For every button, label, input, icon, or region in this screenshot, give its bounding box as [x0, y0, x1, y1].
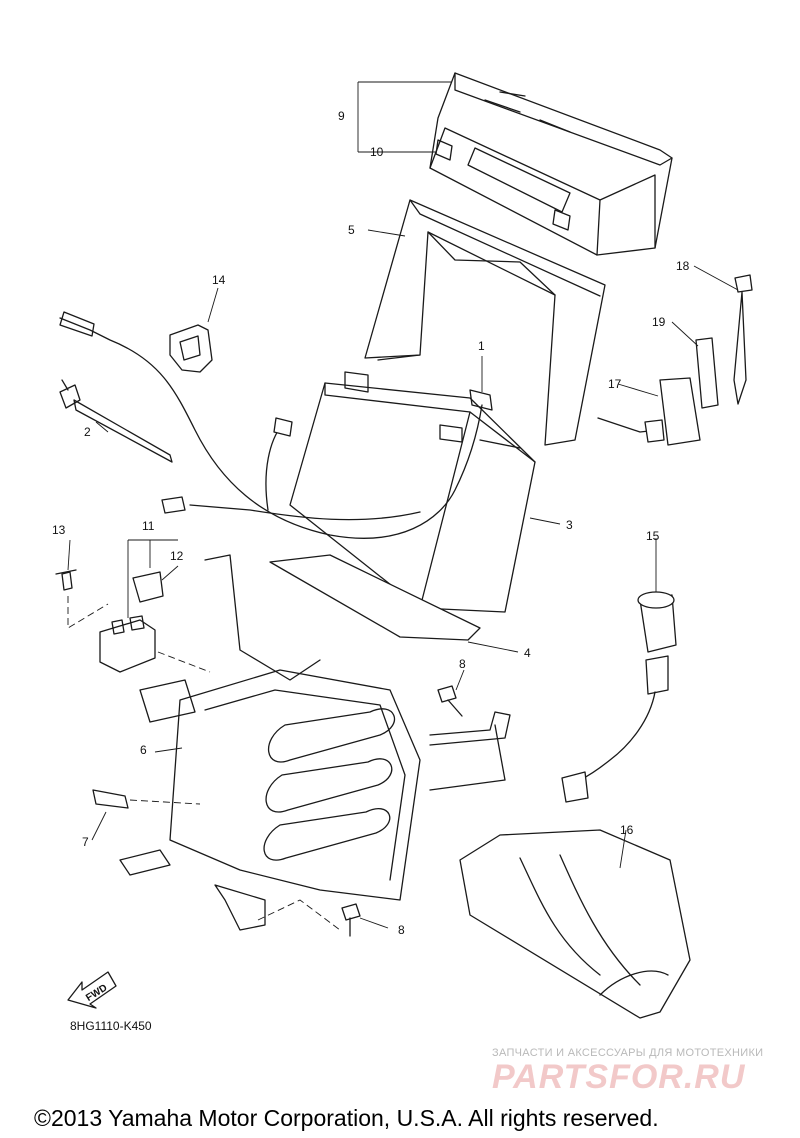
- callout-8-upper: 8: [459, 657, 466, 671]
- watermark-logo: PARTSFOR.RU: [492, 1058, 746, 1096]
- battery-band-part: [364, 199, 606, 446]
- bolt-upper-part: [437, 685, 463, 717]
- cable-tie-part: [59, 379, 173, 463]
- callout-9: 9: [338, 109, 345, 123]
- callout-15: 15: [646, 529, 660, 543]
- callout-labels: 1 2 3 4 5 6 7 8 8 9 10 11 12 13 14 15 16…: [52, 109, 690, 937]
- callout-3: 3: [566, 518, 573, 532]
- battery-cover-part: [429, 72, 673, 256]
- leader-lines: [67, 81, 739, 929]
- callout-17: 17: [608, 377, 622, 391]
- fwd-arrow-icon: FWD: [67, 971, 117, 1009]
- watermark-subtitle: ЗАПЧАСТИ И АКСЕССУАРЫ ДЛЯ МОТОТЕХНИКИ: [492, 1047, 763, 1059]
- callout-18: 18: [676, 259, 690, 273]
- diagram-code: 8HG1110-K450: [70, 1019, 152, 1033]
- watermark: ЗАПЧАСТИ И АКСЕССУАРЫ ДЛЯ МОТОТЕХНИКИ PA…: [492, 1047, 763, 1096]
- callout-2: 2: [84, 425, 91, 439]
- callout-8-lower: 8: [398, 923, 405, 937]
- callout-10: 10: [370, 145, 384, 159]
- cover-part: [459, 829, 691, 1019]
- callout-4: 4: [524, 646, 531, 660]
- callout-1: 1: [478, 339, 485, 353]
- starter-relay-part: [55, 569, 164, 673]
- callout-11: 11: [142, 519, 155, 533]
- callout-5: 5: [348, 223, 355, 237]
- rubber-part: [92, 789, 129, 809]
- dashed-assembly-lines: [67, 596, 341, 931]
- clamp-part: [169, 324, 213, 373]
- callout-19: 19: [652, 315, 666, 329]
- battery-box-part: [119, 554, 511, 931]
- socket-part: [597, 377, 701, 446]
- strap-part: [733, 274, 753, 405]
- battery-cable-part: [59, 311, 493, 539]
- callout-12: 12: [170, 549, 184, 563]
- callout-16: 16: [620, 823, 634, 837]
- battery-pad-part: [269, 554, 481, 641]
- dc-outlet-part: [561, 591, 677, 803]
- copyright-notice: ©2013 Yamaha Motor Corporation, U.S.A. A…: [34, 1105, 659, 1131]
- pad-part: [695, 337, 719, 409]
- callout-6: 6: [140, 743, 147, 757]
- callout-14: 14: [212, 273, 226, 287]
- callout-7: 7: [82, 835, 89, 849]
- bolt-lower-part: [341, 903, 361, 937]
- callout-13: 13: [52, 523, 66, 537]
